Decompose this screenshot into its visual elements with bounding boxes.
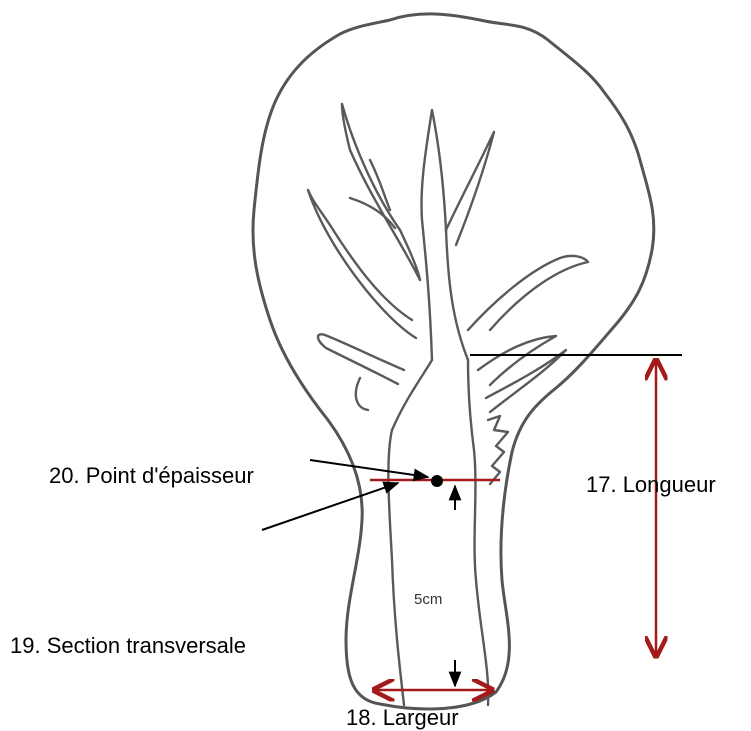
cross-section-label: 19. Section transversale (10, 633, 246, 658)
cross-section-pointer (262, 483, 398, 530)
length-label: 17. Longueur (586, 472, 716, 497)
thickness-pointer (310, 460, 428, 477)
thickness-point (431, 475, 443, 487)
vein-lower-left (318, 334, 404, 410)
vein-upper-right (446, 132, 494, 245)
vein-lower-right (478, 336, 566, 412)
thickness-label: 20. Point d'épaisseur (49, 463, 254, 488)
midrib-right (468, 360, 488, 705)
width-label: 18. Largeur (346, 705, 459, 730)
distance-label: 5cm (414, 591, 442, 608)
vein-left (308, 190, 416, 338)
midrib-left (388, 360, 432, 705)
vein-serrated-right (488, 416, 508, 484)
vein-upper-left (342, 104, 420, 280)
leaf-outline (253, 14, 654, 709)
vein-right (468, 256, 588, 330)
